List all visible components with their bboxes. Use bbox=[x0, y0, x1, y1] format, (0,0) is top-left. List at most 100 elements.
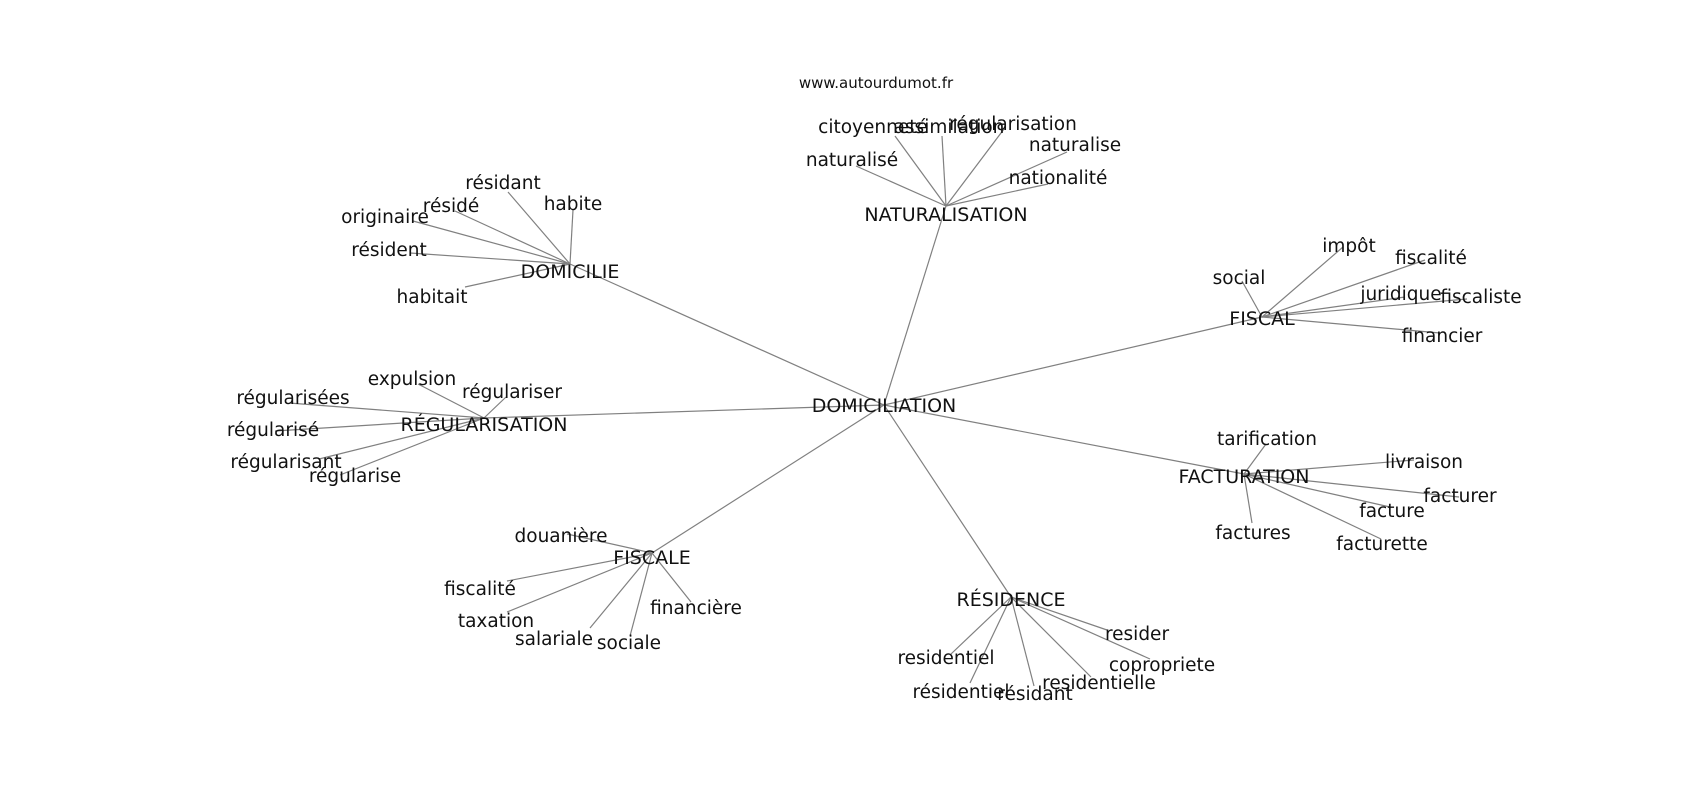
leaf-node-regularisation: régularisées bbox=[236, 388, 349, 409]
edge-domicilie-leaf bbox=[412, 220, 571, 265]
cluster-node-facturation: FACTURATION bbox=[1179, 466, 1310, 488]
edge-root-fiscale bbox=[651, 404, 885, 554]
leaf-node-naturalisation: nationalité bbox=[1009, 168, 1108, 189]
cluster-node-residence: RÉSIDENCE bbox=[957, 588, 1066, 611]
leaf-node-facturation: livraison bbox=[1385, 452, 1463, 473]
leaf-node-naturalisation: régularisation bbox=[949, 114, 1077, 135]
leaf-node-regularisation: expulsion bbox=[368, 369, 456, 390]
leaf-node-domicilie: résident bbox=[351, 240, 426, 261]
edge-facturation-leaf bbox=[1243, 459, 1415, 475]
leaf-node-fiscal: social bbox=[1213, 268, 1266, 289]
leaf-node-facturation: facturette bbox=[1336, 534, 1427, 555]
leaf-node-regularisation: régularisant bbox=[230, 452, 341, 473]
leaf-node-facturation: tarification bbox=[1217, 429, 1317, 450]
edge-root-regularisation bbox=[483, 404, 885, 419]
cluster-node-fiscal: FISCAL bbox=[1229, 308, 1295, 330]
leaf-node-fiscale: taxation bbox=[458, 611, 534, 632]
leaf-node-facturation: facturer bbox=[1423, 486, 1497, 507]
leaf-node-residence: residentiel bbox=[897, 648, 994, 669]
cluster-node-domicilie: DOMICILIE bbox=[521, 261, 620, 283]
leaf-node-fiscal: financier bbox=[1402, 326, 1483, 347]
edge-fiscal-leaf bbox=[1261, 296, 1406, 318]
leaf-node-domicilie: résidé bbox=[423, 196, 480, 217]
leaf-node-naturalisation: assimilation bbox=[894, 117, 1005, 138]
leaf-node-facturation: facture bbox=[1359, 501, 1425, 522]
edge-residence-leaf bbox=[969, 596, 1012, 684]
leaf-node-domicilie: résidant bbox=[465, 173, 540, 194]
edge-fiscale-leaf bbox=[651, 552, 692, 603]
leaf-node-naturalisation: naturalisé bbox=[806, 150, 898, 171]
edge-fiscale-leaf bbox=[629, 552, 653, 637]
edge-facturation-leaf bbox=[1243, 473, 1391, 508]
edge-root-facturation bbox=[883, 404, 1245, 475]
leaf-node-fiscal: juridique bbox=[1359, 284, 1441, 305]
edge-fiscale-leaf bbox=[566, 533, 653, 554]
edge-domicilie-leaf bbox=[507, 191, 571, 265]
edge-residence-leaf bbox=[1010, 596, 1151, 660]
edge-fiscal-leaf bbox=[1261, 298, 1468, 318]
leaf-node-naturalisation: citoyenneté bbox=[818, 117, 928, 138]
edge-root-domicilie bbox=[569, 263, 885, 406]
leaf-node-naturalisation: naturalise bbox=[1029, 135, 1121, 156]
edge-residence-leaf bbox=[1010, 596, 1108, 631]
leaf-node-fiscale: sociale bbox=[597, 633, 661, 654]
leaf-node-fiscale: financière bbox=[650, 598, 742, 619]
leaf-node-fiscale: douanière bbox=[515, 526, 608, 547]
leaf-node-fiscal: fiscaliste bbox=[1440, 287, 1521, 308]
edges-layer bbox=[274, 128, 1468, 687]
edge-regularisation-leaf bbox=[288, 402, 485, 419]
edge-root-residence bbox=[883, 404, 1012, 598]
edge-fiscale-leaf bbox=[589, 552, 653, 629]
edge-domicilie-leaf bbox=[569, 209, 574, 265]
labels-layer: DOMICILIATION NATURALISATION citoyennetéas… bbox=[227, 114, 1522, 705]
leaf-node-residence: resider bbox=[1105, 624, 1169, 645]
leaf-node-residence: résidant bbox=[997, 684, 1072, 705]
leaf-node-facturation: factures bbox=[1215, 523, 1290, 544]
edge-fiscale-leaf bbox=[506, 552, 653, 582]
edge-regularisation-leaf bbox=[339, 417, 485, 476]
leaf-node-domicilie: habitait bbox=[397, 287, 468, 308]
edge-residence-leaf bbox=[1010, 596, 1092, 678]
leaf-node-fiscale: salariale bbox=[515, 629, 593, 650]
edge-naturalisation-leaf bbox=[894, 135, 947, 207]
leaf-node-residence: copropriete bbox=[1109, 655, 1215, 676]
edge-domicilie-leaf bbox=[409, 252, 571, 265]
edge-facturation-leaf bbox=[1243, 473, 1253, 524]
edge-domicilie-leaf bbox=[464, 263, 571, 288]
cluster-node-regularisation: RÉGULARISATION bbox=[401, 413, 568, 436]
edge-facturation-leaf bbox=[1243, 473, 1382, 540]
edge-fiscal-leaf bbox=[1261, 316, 1441, 334]
leaf-node-regularisation: régulariser bbox=[462, 382, 562, 403]
leaf-node-regularisation: régularise bbox=[309, 466, 401, 487]
edge-residence-leaf bbox=[950, 596, 1012, 655]
edge-fiscal-leaf bbox=[1261, 246, 1344, 318]
edge-regularisation-leaf bbox=[483, 396, 507, 419]
edge-regularisation-leaf bbox=[417, 383, 485, 419]
edge-domicilie-leaf bbox=[454, 210, 571, 265]
edge-root-naturalisation bbox=[883, 205, 947, 406]
edge-naturalisation-leaf bbox=[855, 165, 947, 207]
edge-facturation-leaf bbox=[1243, 443, 1267, 475]
edge-root-fiscal bbox=[883, 316, 1263, 406]
edge-residence-leaf bbox=[1010, 596, 1035, 687]
root-node-label: DOMICILIATION bbox=[812, 395, 957, 417]
leaf-node-fiscal: impôt bbox=[1322, 236, 1375, 257]
leaf-node-domicilie: habite bbox=[544, 194, 603, 215]
source-url: www.autourdumot.fr bbox=[799, 74, 954, 92]
edge-regularisation-leaf bbox=[318, 417, 485, 460]
edge-naturalisation-leaf bbox=[945, 151, 1068, 207]
edge-naturalisation-leaf bbox=[945, 183, 1049, 207]
edge-naturalisation-leaf bbox=[941, 135, 947, 207]
cluster-node-naturalisation: NATURALISATION bbox=[864, 204, 1027, 226]
edge-fiscale-leaf bbox=[506, 552, 653, 613]
leaf-node-fiscale: fiscalité bbox=[444, 579, 516, 600]
cluster-node-fiscale: FISCALE bbox=[613, 547, 690, 569]
edge-fiscal-leaf bbox=[1241, 280, 1263, 318]
leaf-node-regularisation: régularisé bbox=[227, 420, 319, 441]
leaf-node-fiscal: fiscalité bbox=[1395, 248, 1467, 269]
edge-fiscal-leaf bbox=[1261, 259, 1426, 318]
edge-facturation-leaf bbox=[1243, 473, 1460, 498]
edge-naturalisation-leaf bbox=[945, 128, 1005, 207]
leaf-node-residence: residentielle bbox=[1042, 673, 1156, 694]
